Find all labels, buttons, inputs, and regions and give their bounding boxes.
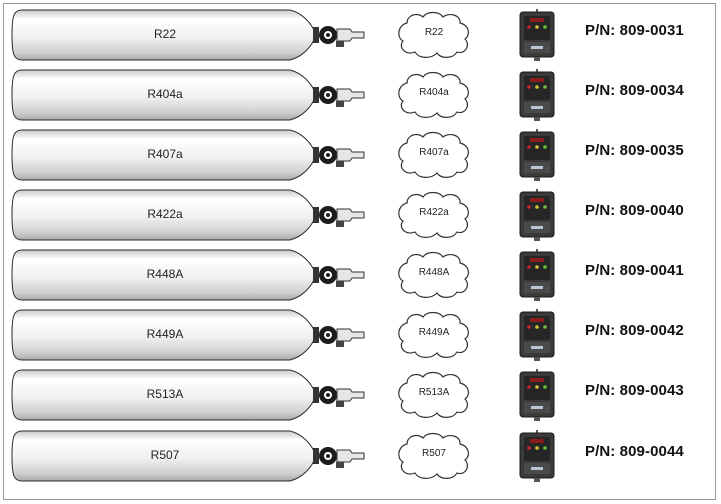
valve-icon	[313, 266, 365, 287]
leak-detector-icon	[519, 309, 555, 361]
leak-detector-icon	[519, 129, 555, 181]
product-row: R422a R422a P/N: 809-0040	[0, 185, 721, 245]
gas-cloud-icon	[398, 131, 470, 178]
gas-cloud-icon	[398, 371, 470, 418]
valve-icon	[313, 206, 365, 227]
cloud-gas-label: R507	[422, 448, 446, 459]
valve-icon	[313, 447, 365, 468]
valve-icon	[313, 26, 365, 47]
cylinder-gas-label: R422a	[147, 207, 183, 221]
product-row: R404a R404a P/N: 809-0034	[0, 65, 721, 125]
product-row: R448A R448A P/N: 809-0041	[0, 245, 721, 305]
gas-cylinder-icon	[11, 249, 317, 301]
product-row: R22 R22 P/N: 809-0031	[0, 5, 721, 65]
gas-cloud-icon	[398, 191, 470, 238]
leak-detector-icon	[519, 430, 555, 482]
gas-cloud-icon	[398, 11, 470, 58]
gas-cylinder-icon	[11, 69, 317, 121]
cylinder-gas-label: R407a	[147, 147, 183, 161]
leak-detector-icon	[519, 189, 555, 241]
part-number: P/N: 809-0044	[585, 443, 684, 460]
gas-cloud-icon	[398, 311, 470, 358]
gas-cylinder-icon	[11, 189, 317, 241]
valve-icon	[313, 86, 365, 107]
cylinder-gas-label: R448A	[146, 267, 184, 281]
gas-cylinder-icon	[11, 369, 317, 421]
leak-detector-icon	[519, 249, 555, 301]
cylinder-gas-label: R513A	[146, 387, 184, 401]
cloud-gas-label: R449A	[418, 327, 450, 338]
gas-cylinder-icon	[11, 309, 317, 361]
valve-icon	[313, 146, 365, 167]
leak-detector-icon	[519, 9, 555, 61]
cloud-gas-label: R22	[424, 27, 444, 38]
gas-cloud-icon	[398, 251, 470, 298]
gas-cloud-icon	[398, 71, 470, 118]
part-number: P/N: 809-0031	[585, 22, 684, 39]
part-number: P/N: 809-0040	[585, 202, 684, 219]
leak-detector-icon	[519, 369, 555, 421]
part-number: P/N: 809-0041	[585, 262, 684, 279]
cloud-gas-label: R404a	[419, 87, 449, 98]
cylinder-gas-label: R507	[150, 448, 180, 462]
valve-icon	[313, 386, 365, 407]
cylinder-gas-label: R449A	[146, 327, 184, 341]
cloud-gas-label: R407a	[419, 147, 449, 158]
product-row: R513A R513A P/N: 809-0043	[0, 365, 721, 425]
page-frame	[3, 3, 716, 500]
gas-cylinder-icon	[11, 129, 317, 181]
product-row: R407a R407a P/N: 809-0035	[0, 125, 721, 185]
part-number: P/N: 809-0043	[585, 382, 684, 399]
product-row: R507 R507 P/N: 809-0044	[0, 426, 721, 486]
product-row: R449A R449A P/N: 809-0042	[0, 305, 721, 365]
cloud-gas-label: R422a	[419, 207, 449, 218]
part-number: P/N: 809-0042	[585, 322, 684, 339]
gas-cylinder-icon	[11, 9, 317, 61]
cloud-gas-label: R448A	[418, 267, 450, 278]
part-number: P/N: 809-0034	[585, 82, 684, 99]
gas-cloud-icon	[398, 432, 470, 479]
valve-icon	[313, 326, 365, 347]
cylinder-gas-label: R22	[153, 27, 176, 41]
gas-cylinder-icon	[11, 430, 317, 482]
cloud-gas-label: R513A	[418, 387, 450, 398]
part-number: P/N: 809-0035	[585, 142, 684, 159]
leak-detector-icon	[519, 69, 555, 121]
cylinder-gas-label: R404a	[147, 87, 183, 101]
